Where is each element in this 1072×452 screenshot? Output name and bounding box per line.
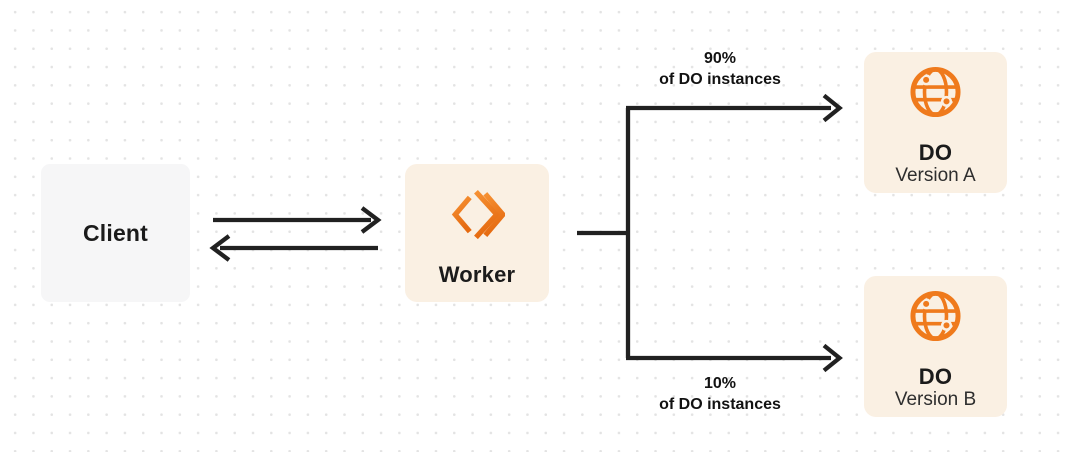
branch-b-caption: of DO instances bbox=[659, 396, 781, 413]
client-label: Client bbox=[82, 219, 149, 246]
worker-node: Worker bbox=[405, 164, 549, 302]
do-version-a-node: DO Version A bbox=[864, 52, 1007, 193]
worker-label: Worker bbox=[438, 262, 516, 287]
branch-b-label: 10% of DO instances bbox=[610, 373, 830, 415]
branch-a-label: 90% of DO instances bbox=[610, 48, 830, 90]
branch-a-caption: of DO instances bbox=[659, 71, 781, 88]
do-version-a-title: DO bbox=[918, 140, 953, 165]
do-version-b-subtitle: Version B bbox=[894, 389, 977, 410]
arrow-to-do-version-b bbox=[626, 343, 843, 373]
globe-icon bbox=[910, 66, 961, 118]
do-version-b-node: DO Version B bbox=[864, 276, 1007, 417]
worker-to-client-arrow bbox=[209, 234, 378, 262]
branch-a-percent: 90% bbox=[703, 50, 737, 67]
client-to-worker-arrow bbox=[213, 206, 382, 234]
do-version-a-subtitle: Version A bbox=[895, 165, 976, 186]
do-version-b-title: DO bbox=[918, 364, 953, 389]
client-node: Client bbox=[41, 164, 190, 302]
fork-trunk-line bbox=[577, 108, 631, 358]
globe-icon bbox=[910, 290, 961, 342]
branch-b-percent: 10% bbox=[703, 375, 737, 392]
cloudflare-workers-icon bbox=[451, 189, 505, 240]
arrow-to-do-version-a bbox=[626, 93, 843, 123]
